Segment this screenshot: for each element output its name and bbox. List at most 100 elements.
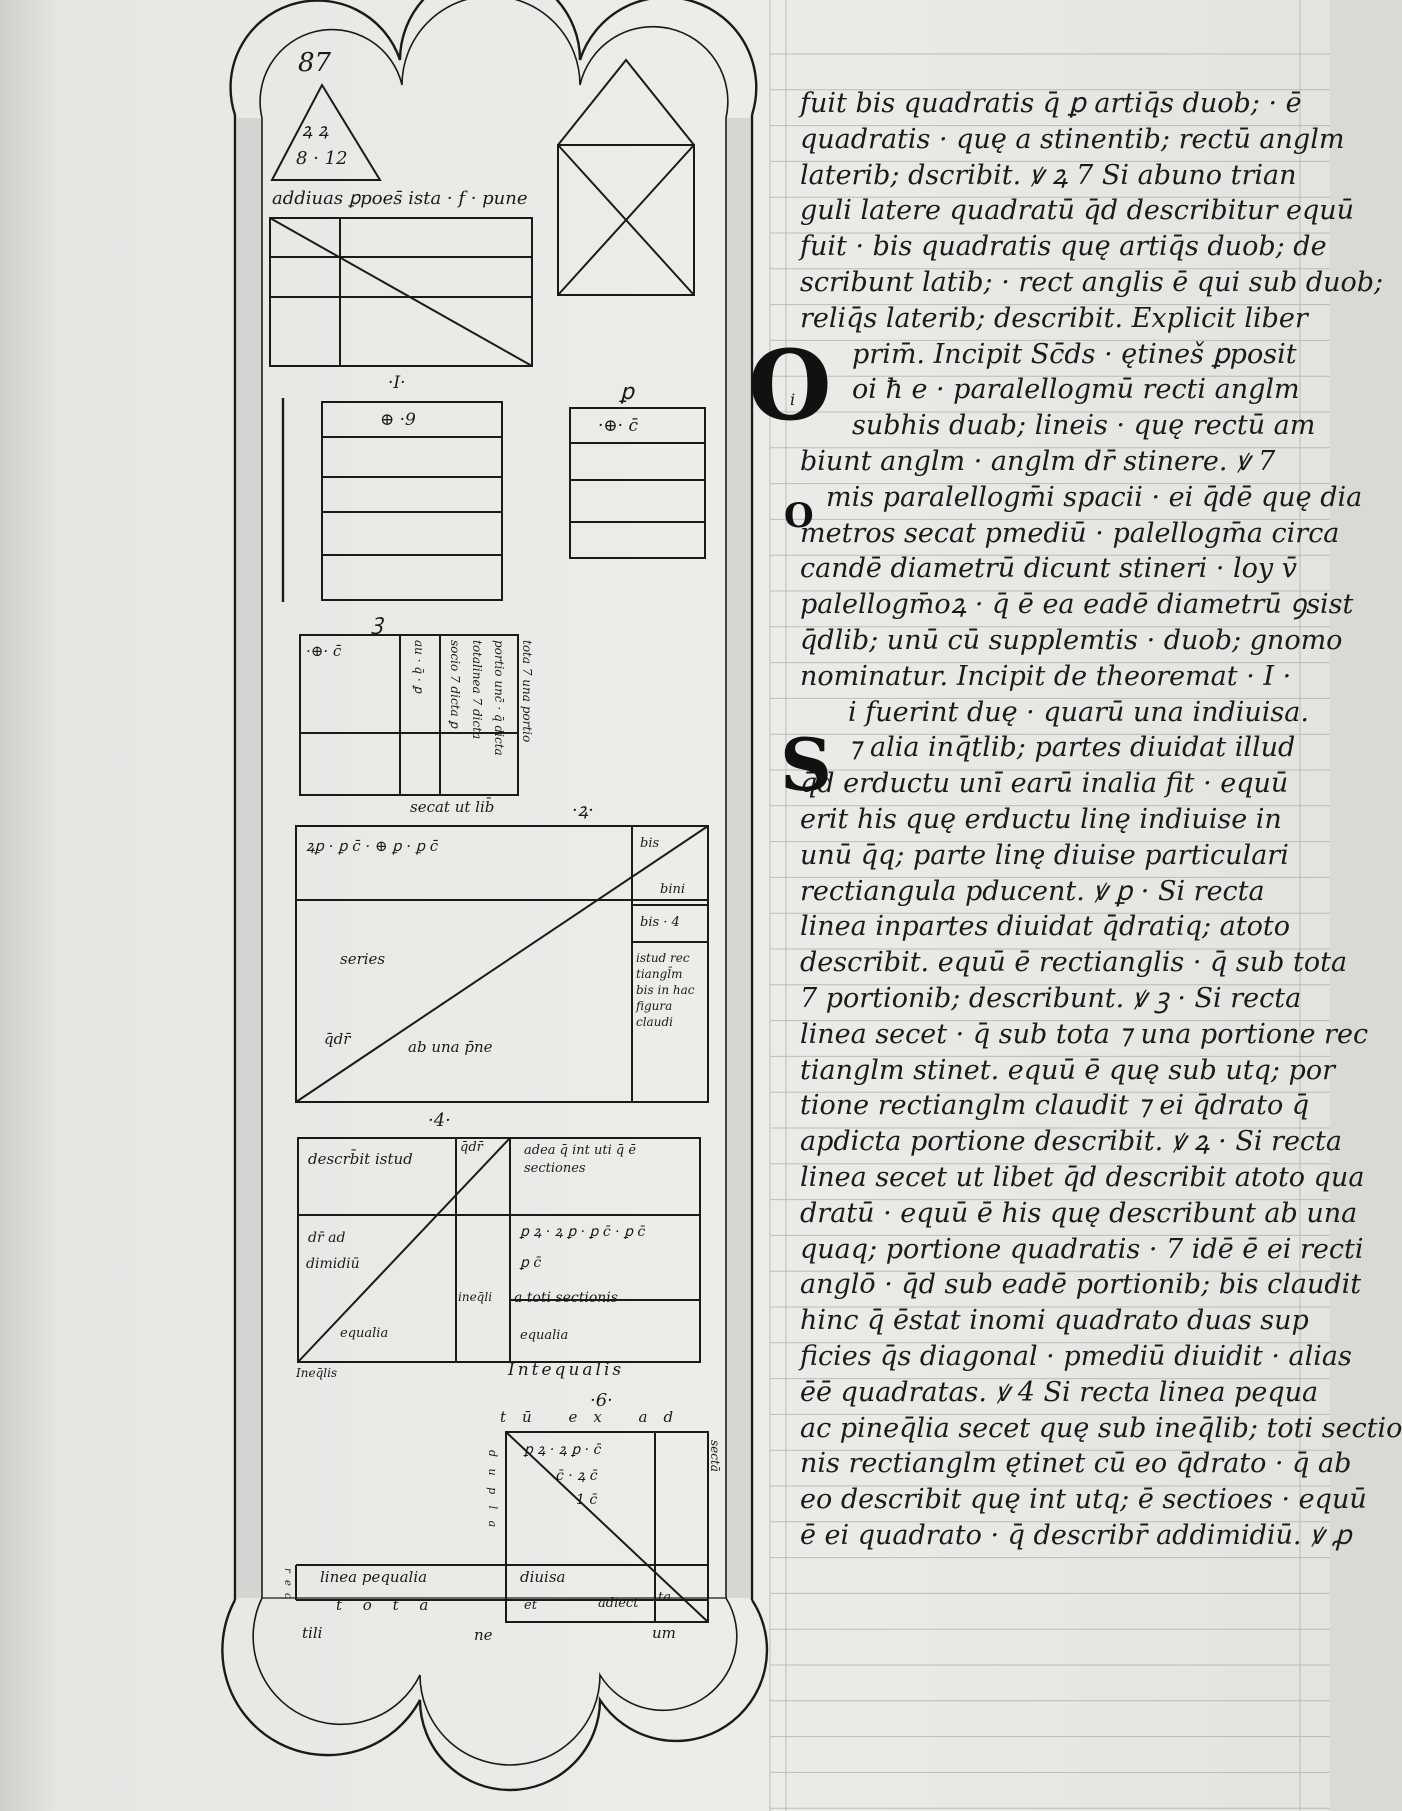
page-ruling xyxy=(769,0,1330,1811)
figure-6-rect xyxy=(505,1431,709,1623)
text-line: eo describit quę int utq; ē sectioes · e… xyxy=(800,1484,1367,1516)
fig5-number: ·4· xyxy=(428,1110,451,1131)
fig6-linea: linea pequalia xyxy=(320,1568,428,1586)
fig3-text-c: totalinea 7 dicta xyxy=(470,640,484,740)
fig3-text-b: portio unc̄ · q̄ dicta xyxy=(492,640,506,756)
text-line: fuit bis quadratis q̄ ꝑ artiq̄s duob; · … xyxy=(800,88,1302,119)
arcade-border xyxy=(221,0,769,1792)
text-line: quaq; portione quadratis · 7 idē ē ei re… xyxy=(800,1233,1364,1265)
fig4-istud: istud rec tiangl̄m bis in hac figura cla… xyxy=(636,951,695,1029)
text-line: ē ei quadrato · q̄ describr̄ addimidiū. … xyxy=(800,1520,1352,1551)
caption-rect: addiuas ꝑpoes̄ ista · f · pune xyxy=(272,188,528,209)
text-line: prim̄. Incipit Sc̄ds · ętineš ꝑposit xyxy=(852,338,1297,370)
text-line: dratū · equū ē his quę describunt ab una xyxy=(800,1197,1358,1229)
figure-2-rect xyxy=(569,407,706,559)
diagram-column xyxy=(221,0,769,1792)
crossed-square-figure xyxy=(557,144,695,296)
fig6-left-vert: d u p l a xyxy=(486,1450,499,1532)
fig4-number: ·ꝝ· xyxy=(572,800,594,821)
text-line: scribunt latib; · rect anglis ē qui sub … xyxy=(800,267,1384,298)
fig5-dimid: dimidiū xyxy=(306,1256,360,1272)
text-line: metros secat pmediū · palellogm̄a circa xyxy=(800,517,1340,549)
fig6-rec: r e c xyxy=(282,1568,293,1601)
text-line: nominatur. Incipit de theoremat · I · xyxy=(800,660,1292,692)
fig6-tota: t o t a xyxy=(336,1596,437,1614)
text-line: ficies q̄s diagonal · pmediū diuidit · a… xyxy=(800,1341,1352,1372)
text-line: subhis duab; lineis · quę rectū am xyxy=(852,410,1316,442)
initial-o: O xyxy=(748,329,832,442)
text-line: reliq̄s laterib; describit. Explicit lib… xyxy=(800,302,1308,334)
text-line: mis paralellogm̄i spacii · ei q̄dē quę d… xyxy=(826,481,1363,513)
fig5-equalia-2: equalia xyxy=(520,1328,569,1343)
fig6-inner-a: ꝑ ꝝ · ꝝ ꝑ · c̄ xyxy=(524,1442,602,1458)
border-bottom-b: ne xyxy=(474,1626,493,1644)
fig6-top: tū ex ad xyxy=(500,1408,690,1426)
text-line: apdicta portione describit. ꝟ ꝝ · Si rec… xyxy=(800,1126,1342,1158)
fig6-diuisa: diuisa xyxy=(520,1568,566,1586)
text-line: linea secet · q̄ sub tota ⁊ una portione… xyxy=(800,1018,1369,1050)
fig3-bottom: secat ut lib̄ xyxy=(410,798,495,816)
fig6-inner-c: 1 c̄ xyxy=(576,1492,598,1508)
fig6-ta: ta xyxy=(658,1590,671,1605)
fig5-adea: adea q̄ int uti q̄ ē sectiones xyxy=(524,1143,637,1176)
border-bottom-a: tili xyxy=(302,1624,323,1642)
text-line: tianglm stinet. equū ē quę sub utq; por xyxy=(800,1054,1335,1086)
fig6-et: et xyxy=(524,1598,537,1613)
figure-5-rect xyxy=(297,1137,701,1363)
fig3-number: ꝫ xyxy=(372,610,384,635)
text-line: laterib; dscribit. ꝟ ꝝ 7 Si abuno trian xyxy=(800,159,1297,191)
text-line: guli latere quadratū q̄d describitur equ… xyxy=(800,195,1355,227)
fig3-text-d: socio 7 dicta ꝑ xyxy=(448,640,462,729)
figure-3-rect xyxy=(299,634,519,796)
fig4-bis4: bis · 4 xyxy=(640,915,680,930)
rubric-i: i xyxy=(790,390,796,409)
fig2-number: ꝑ xyxy=(620,380,634,405)
fig1-number: ·I· xyxy=(388,373,406,393)
text-line: candē diametrū dicunt stineri · loy v̄ xyxy=(800,553,1298,585)
text-line: unū q̄q; parte linę diuise particulari xyxy=(800,839,1289,871)
text-line: oi ħ e · paralellogmū recti anglm xyxy=(852,374,1300,406)
text-line: linea inpartes diuidat q̄dratiq; atoto xyxy=(800,911,1290,943)
initial-s: S xyxy=(780,722,832,807)
text-line: tione rectianglm claudit ⁊ ei q̄drato q̄ xyxy=(800,1090,1310,1122)
fig5-describ: descrb̄it istud xyxy=(308,1150,413,1168)
text-line: linea secet ut libet q̄d describit atoto… xyxy=(800,1162,1365,1193)
initial-small-o: O xyxy=(784,496,814,536)
fig6-side: sectā xyxy=(708,1440,722,1472)
fig5-atoti: a toti sectionis xyxy=(514,1290,618,1306)
fig5-pc: ꝑ c̄ xyxy=(520,1255,542,1271)
fig5-qdr: q̄dr̄ xyxy=(460,1140,483,1155)
text-line: anglō · q̄d sub eadē portionib; bis clau… xyxy=(800,1269,1362,1301)
text-line: ēē quadratas. ꝟ 4 Si recta linea pequa xyxy=(800,1376,1319,1408)
fig5-middle: ꝑ ꝝ · ꝝ ꝑ · ꝑ c̄ · ꝑ c̄ xyxy=(520,1224,646,1240)
gable-figure xyxy=(557,58,695,146)
fig4-top: ꝝꝑ · ꝑ c̄ · ⊕ ꝑ · ꝑ c̄ xyxy=(306,837,439,855)
triangle-bottom-label: 8 · 12 xyxy=(296,148,348,169)
fig2-inner: ·⊕· c̄ xyxy=(598,416,638,436)
figure-4-rect xyxy=(295,825,709,1103)
text-line: hinc q̄ ēstat inomi quadrato duas sup xyxy=(800,1305,1309,1337)
fig4-bini: bini xyxy=(660,882,686,897)
fig6-adiect: adiect xyxy=(598,1596,639,1611)
fig6-inner-b: c̄ · ꝝ c̄ xyxy=(556,1468,598,1484)
border-bottom-c: um xyxy=(652,1624,676,1642)
fig5-equalia: equalia xyxy=(340,1326,389,1341)
fig5-dr: dr̄ ad xyxy=(308,1230,346,1246)
triangle-top-label: ꝝ ꝝ xyxy=(302,120,329,141)
fig5-ineqli: ineq̄li xyxy=(458,1290,493,1304)
text-line: q̄dlib; unū cū supplemtis · duob; gnomo xyxy=(800,625,1343,656)
fig5-ineqlis: Ineq̄lis xyxy=(296,1366,338,1380)
fig4-series: series xyxy=(340,950,386,968)
text-line: quadratis · quę a stinentib; rectū anglm xyxy=(800,123,1345,155)
fig4-bis: bis xyxy=(640,836,660,851)
fig3-text-a: tota 7 una portio xyxy=(520,640,534,743)
fig3-inner: ·⊕· c̄ xyxy=(306,642,342,660)
text-line: biunt anglm · anglm dr̄ stinere. ꝟ 7 xyxy=(800,446,1276,477)
text-line: palellogm̄oꝝ · q̄ ē ea eadē diametrū ꝯsi… xyxy=(800,589,1354,621)
text-line: q̄d erductu unī earū inalia fit · equū xyxy=(800,768,1289,800)
text-line: i fuerint duę · quarū una indiuisa. xyxy=(848,696,1309,728)
folio-number: 87 xyxy=(298,48,332,78)
text-line: ⁊ alia inq̄tlib; partes diuidat illud xyxy=(848,732,1296,764)
fig6-number: ·6· xyxy=(590,1390,613,1411)
